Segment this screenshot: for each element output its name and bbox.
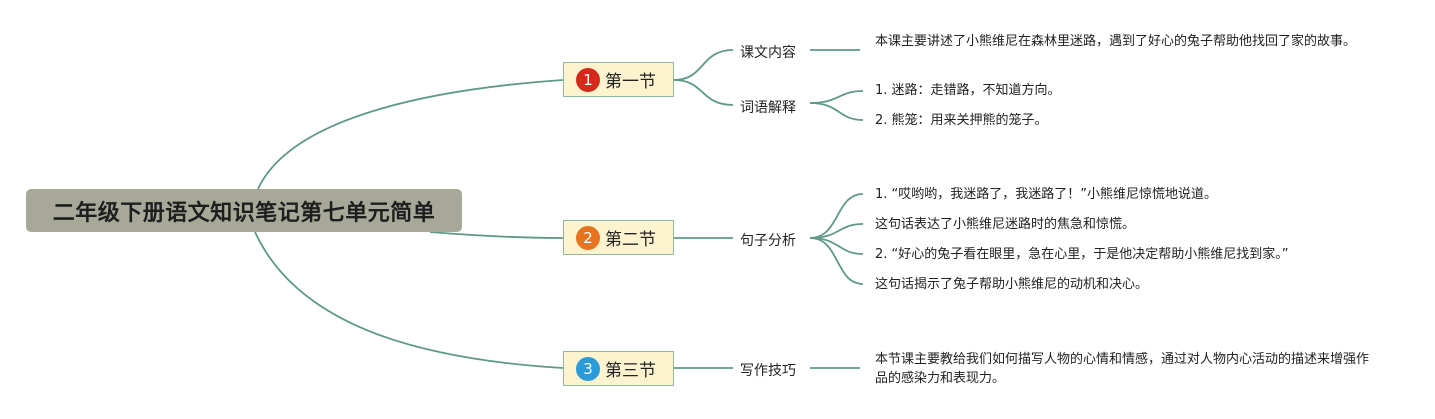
link-s1-topic-2 xyxy=(673,79,734,106)
link-t2-note-1 xyxy=(809,90,864,104)
link-s1-topic-1 xyxy=(673,49,734,81)
root-topic[interactable]: 二年级下册语文知识笔记第七单元简单 xyxy=(26,189,462,232)
note-sentence-2-analysis: 这句话揭示了兔子帮助小熊维尼的动机和决心。 xyxy=(875,277,1149,292)
section-1-node[interactable]: 1 第一节 xyxy=(563,62,674,97)
note-sentence-1: 1. “哎哟哟，我迷路了，我迷路了！”小熊维尼惊慌地说道。 xyxy=(875,187,1218,202)
section-3-node[interactable]: 3 第三节 xyxy=(563,351,674,386)
section-2-number-badge: 2 xyxy=(576,225,600,250)
note-writing-skills: 本节课主要教给我们如何描写人物的心情和情感，通过对人物内心活动的描述来增强作品的… xyxy=(875,352,1370,386)
note-lesson-summary: 本课主要讲述了小熊维尼在森林里迷路，遇到了好心的兔子帮助他找回了家的故事。 xyxy=(875,34,1357,49)
link-t3-note-4 xyxy=(809,237,864,285)
topic-lesson-content[interactable]: 课文内容 xyxy=(740,45,796,61)
topic-word-explanation[interactable]: 词语解释 xyxy=(740,100,796,116)
section-3-number-badge: 3 xyxy=(576,356,600,381)
link-t2-note-2 xyxy=(809,102,864,121)
link-root-section-1 xyxy=(257,79,564,190)
link-t3-note-3 xyxy=(809,237,864,255)
root-title: 二年级下册语文知识笔记第七单元简单 xyxy=(52,200,436,226)
topic-sentence-analysis[interactable]: 句子分析 xyxy=(740,233,796,249)
note-word-2: 2. 熊笼：用来关押熊的笼子。 xyxy=(875,113,1048,128)
topic-writing-skills[interactable]: 写作技巧 xyxy=(740,363,796,379)
section-1-title: 第一节 xyxy=(605,72,656,92)
section-1-number-badge: 1 xyxy=(576,67,600,92)
link-root-section-3 xyxy=(254,231,564,369)
link-root-section-2 xyxy=(429,231,564,239)
link-t3-note-1 xyxy=(809,193,864,239)
note-sentence-2: 2. “好心的兔子看在眼里，急在心里，于是他决定帮助小熊维尼找到家。” xyxy=(875,247,1289,262)
section-2-node[interactable]: 2 第二节 xyxy=(563,220,674,255)
note-word-1: 1. 迷路：走错路，不知道方向。 xyxy=(875,83,1061,98)
note-sentence-1-analysis: 这句话表达了小熊维尼迷路时的焦急和惊慌。 xyxy=(875,217,1136,232)
section-3-title: 第三节 xyxy=(605,361,656,381)
section-2-title: 第二节 xyxy=(605,230,656,250)
